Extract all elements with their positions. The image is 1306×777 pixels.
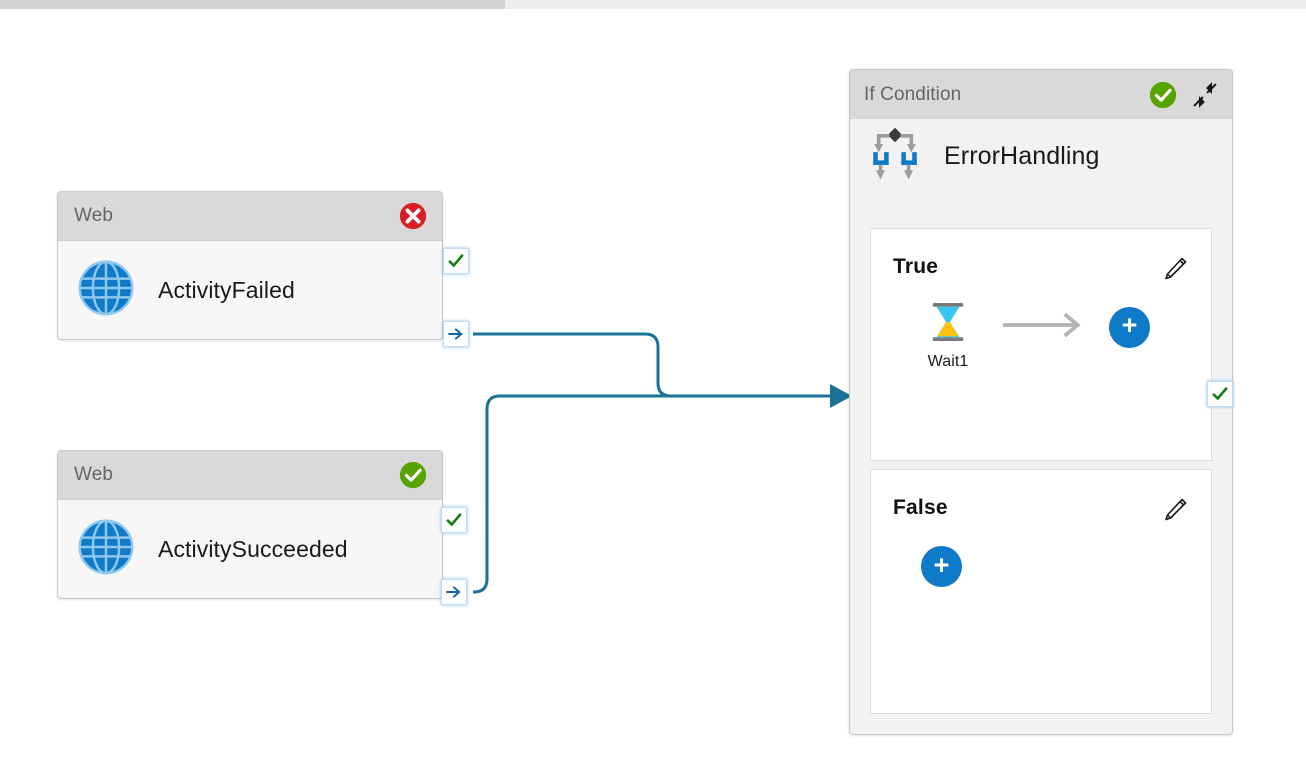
plus-icon: + [1121, 310, 1138, 340]
checkmark-icon [446, 512, 462, 527]
checkmark-icon [1212, 386, 1228, 401]
globe-icon [76, 258, 136, 323]
activity-card-type: Web [74, 464, 114, 485]
success-circle-icon [398, 460, 428, 490]
add-activity-button-false[interactable]: + [921, 546, 962, 587]
activity-card-body: ActivitySucceeded [58, 500, 442, 598]
branch-flow-true: Wait1 + [871, 301, 1211, 371]
checkmark-icon [448, 253, 464, 268]
node-label-wait1: Wait1 [927, 353, 969, 370]
activity-failed-completion-handle[interactable] [443, 321, 469, 347]
connector-succeeded-to-if [473, 394, 830, 594]
collapse-arrows-icon[interactable] [1190, 80, 1220, 110]
activity-card-label: ActivityFailed [158, 276, 295, 303]
activity-failed-success-handle[interactable] [443, 248, 469, 274]
activity-card-label: ActivitySucceeded [158, 535, 348, 562]
flow-arrow-icon [1001, 312, 1093, 343]
error-circle-icon [398, 201, 428, 231]
arrow-right-icon [446, 586, 461, 598]
activity-card-activity-failed[interactable]: Web [57, 191, 443, 340]
add-activity-button-true[interactable]: + [1109, 306, 1150, 348]
hourglass-icon [929, 301, 967, 348]
arrow-right-icon [448, 328, 463, 340]
if-condition-type: If Condition [864, 83, 962, 105]
branch-header: True [871, 229, 1211, 283]
plus-icon: + [933, 549, 950, 580]
activity-succeeded-success-handle[interactable] [441, 507, 467, 533]
if-condition-header: If Condition [850, 70, 1232, 119]
globe-icon [76, 517, 136, 582]
branch-true[interactable]: True [870, 228, 1212, 461]
connector-failed-to-if [473, 332, 830, 398]
if-condition-panel[interactable]: If Condition [849, 69, 1233, 735]
branch-header: False [871, 470, 1211, 524]
activity-card-type: Web [74, 205, 114, 226]
branch-label-true: True [893, 255, 939, 278]
horizontal-scrollbar-track[interactable] [0, 0, 1306, 9]
success-circle-icon [1148, 80, 1178, 110]
if-condition-success-handle[interactable] [1207, 381, 1233, 407]
activity-card-header: Web [58, 192, 442, 241]
if-condition-activity-row: ErrorHandling [850, 119, 1232, 193]
activity-card-header: Web [58, 451, 442, 500]
if-condition-activity-name: ErrorHandling [944, 141, 1100, 170]
if-condition-icon [866, 125, 924, 188]
node-wait1[interactable]: Wait1 [917, 301, 979, 371]
activity-card-activity-succeeded[interactable]: Web [57, 450, 443, 599]
pencil-icon[interactable] [1161, 496, 1189, 524]
branch-label-false: False [893, 496, 948, 519]
horizontal-scrollbar-thumb[interactable] [0, 0, 505, 9]
pencil-icon[interactable] [1161, 255, 1189, 283]
activity-succeeded-completion-handle[interactable] [441, 579, 467, 605]
branch-false[interactable]: False + [870, 469, 1212, 714]
activity-card-body: ActivityFailed [58, 241, 442, 339]
